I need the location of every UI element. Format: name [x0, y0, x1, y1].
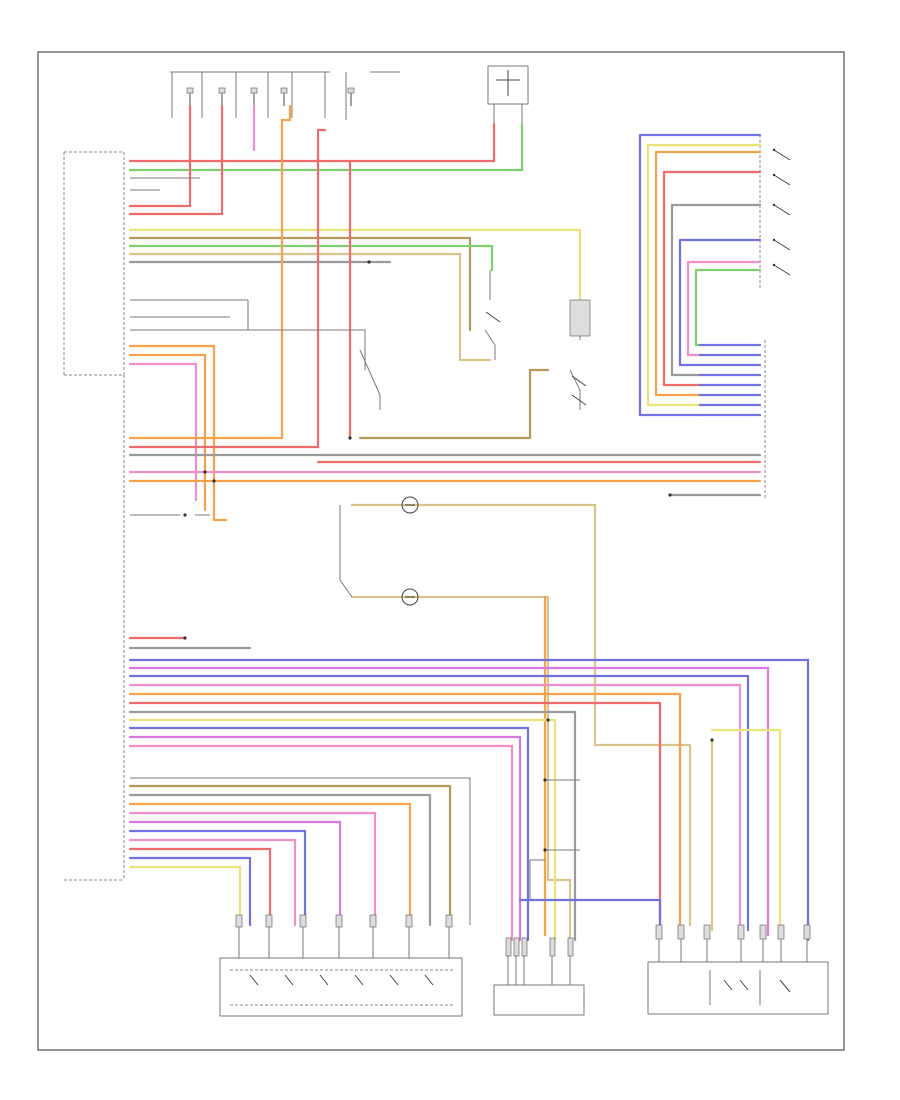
switch-assembly-right [759, 135, 791, 290]
lock-motor-lower [401, 588, 419, 606]
lock-motor-upper [401, 496, 419, 514]
fuse-block [170, 71, 400, 120]
central-module-outline [63, 151, 125, 376]
relay-top [487, 65, 529, 124]
connector-dots [183, 260, 714, 852]
lower-module-outline [64, 375, 125, 881]
wire-harness [128, 104, 810, 942]
driver-door-lock-switch-unit [219, 914, 463, 1017]
diagram-frame [37, 51, 845, 1051]
center-lock-unit [493, 937, 585, 1016]
passenger-door-switch-unit [647, 924, 829, 1015]
mid-switches [485, 299, 591, 406]
